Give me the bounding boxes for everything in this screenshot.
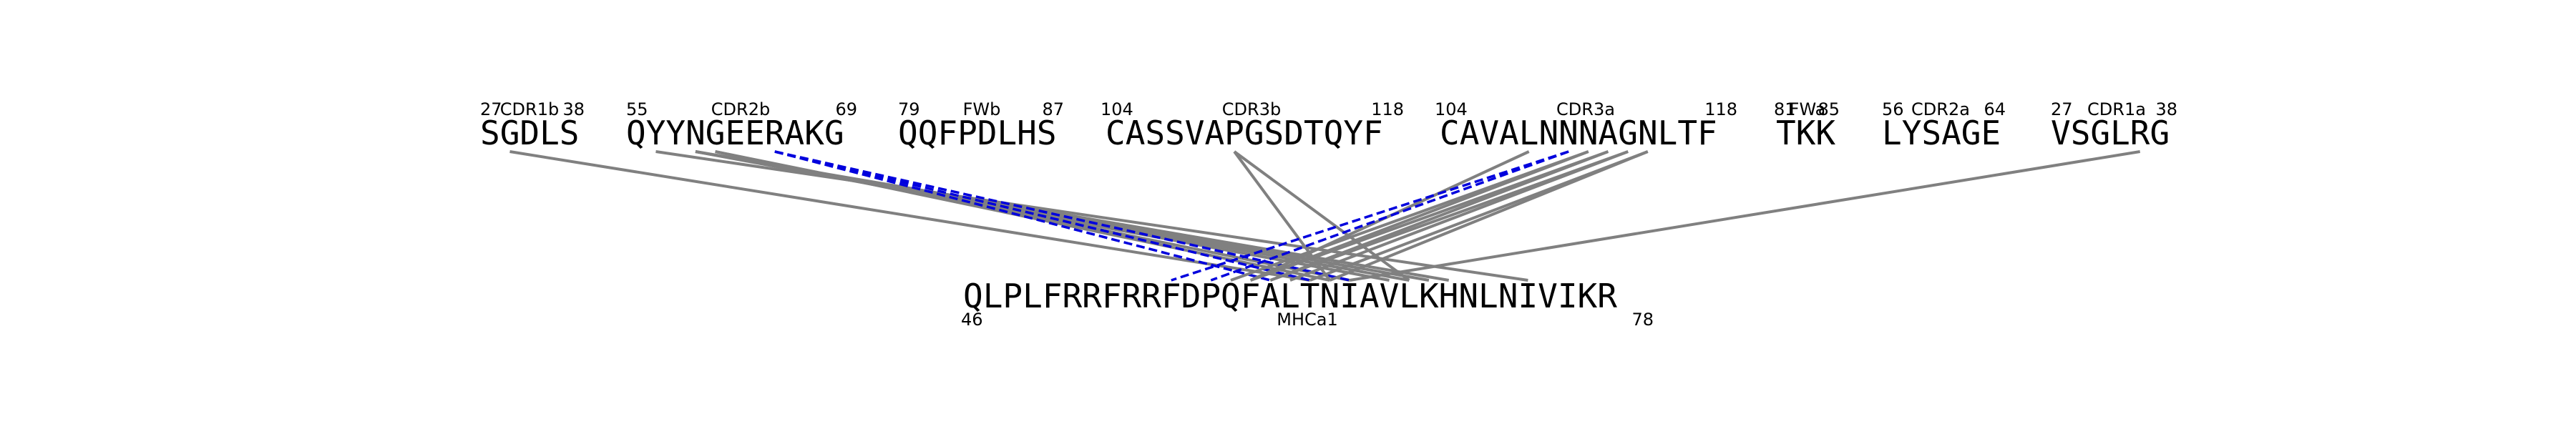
segment-sequence: SGDLS — [480, 114, 579, 152]
segment-label: CDR3b — [1222, 99, 1281, 119]
segment-start-number: 104 — [1435, 99, 1468, 119]
hbond-line — [774, 150, 1350, 282]
segment-sequence: LYSAGE — [1882, 114, 2001, 152]
contact-line — [715, 150, 1330, 282]
contact-lines — [509, 150, 2141, 282]
segment-end-number: 38 — [562, 99, 585, 119]
peptide-end-number: 78 — [1631, 310, 1654, 330]
peptide-sequence: QLPLFRRFRRFDPQFALTNIAVLKHNLNIVIKR — [963, 277, 1617, 315]
contact-line — [1289, 150, 1629, 282]
segment-fwa: TKK 81 FWa 85 — [1774, 99, 1840, 152]
segment-sequence: QYYNGEERAKG — [626, 114, 844, 152]
contact-line — [1249, 150, 1530, 282]
segment-start-number: 27 — [480, 99, 502, 119]
segment-sequence: VSGLRG — [2051, 114, 2170, 152]
segment-label: CDR3a — [1556, 99, 1615, 119]
segment-end-number: 87 — [1042, 99, 1064, 119]
segment-label: CDR2b — [711, 99, 770, 119]
peptide: QLPLFRRFRRFDPQFALTNIAVLKHNLNIVIKR 46 MHC… — [961, 277, 1654, 330]
segment-start-number: 27 — [2051, 99, 2073, 119]
segment-cdr1b: SGDLS 27 CDR1b 38 — [480, 99, 585, 152]
segment-end-number: 38 — [2155, 99, 2177, 119]
segment-end-number: 118 — [1704, 99, 1737, 119]
segment-cdr2b: QYYNGEERAKG 55 CDR2b 69 — [626, 99, 857, 152]
segment-start-number: 104 — [1101, 99, 1133, 119]
contact-line — [655, 150, 1528, 282]
segment-end-number: 69 — [835, 99, 857, 119]
segment-start-number: 81 — [1774, 99, 1796, 119]
segment-sequence: TKK — [1776, 114, 1835, 152]
hbond-line — [1171, 150, 1569, 282]
peptide-label: MHCa1 — [1277, 310, 1338, 330]
segment-end-number: 118 — [1371, 99, 1404, 119]
segment-cdr3a: CAVALNNNAGNLTF 104 CDR3a 118 — [1435, 99, 1737, 152]
segment-label: FWb — [963, 99, 1001, 119]
segment-sequence: CAVALNNNAGNLTF — [1440, 114, 1717, 152]
contact-line — [1329, 150, 1649, 282]
hbond-line — [1210, 150, 1569, 282]
peptide-start-number: 46 — [961, 310, 983, 330]
hbond-line — [774, 150, 1311, 282]
segment-sequence: CASSVAPGSDTQYF — [1106, 114, 1383, 152]
segment-label: CDR1b — [500, 99, 559, 119]
segment-label: CDR2a — [1911, 99, 1970, 119]
segment-fwb: QQFPDLHS 79 FWb 87 — [898, 99, 1064, 152]
segment-start-number: 56 — [1882, 99, 1904, 119]
contact-line — [1349, 150, 2141, 282]
segment-end-number: 85 — [1818, 99, 1840, 119]
hbond-line — [774, 150, 1271, 282]
segment-label: CDR1a — [2087, 99, 2146, 119]
contact-line — [509, 150, 1311, 282]
segment-cdr2a: LYSAGE 56 CDR2a 64 — [1882, 99, 2006, 152]
segment-start-number: 55 — [626, 99, 648, 119]
segment-cdr3b: CASSVAPGSDTQYF 104 CDR3b 118 — [1101, 99, 1404, 152]
segment-cdr1a: VSGLRG 27 CDR1a 38 — [2051, 99, 2177, 152]
segment-sequence: QQFPDLHS — [898, 114, 1057, 152]
segment-start-number: 79 — [898, 99, 920, 119]
segment-label: FWa — [1790, 99, 1826, 119]
segment-end-number: 64 — [1984, 99, 2006, 119]
